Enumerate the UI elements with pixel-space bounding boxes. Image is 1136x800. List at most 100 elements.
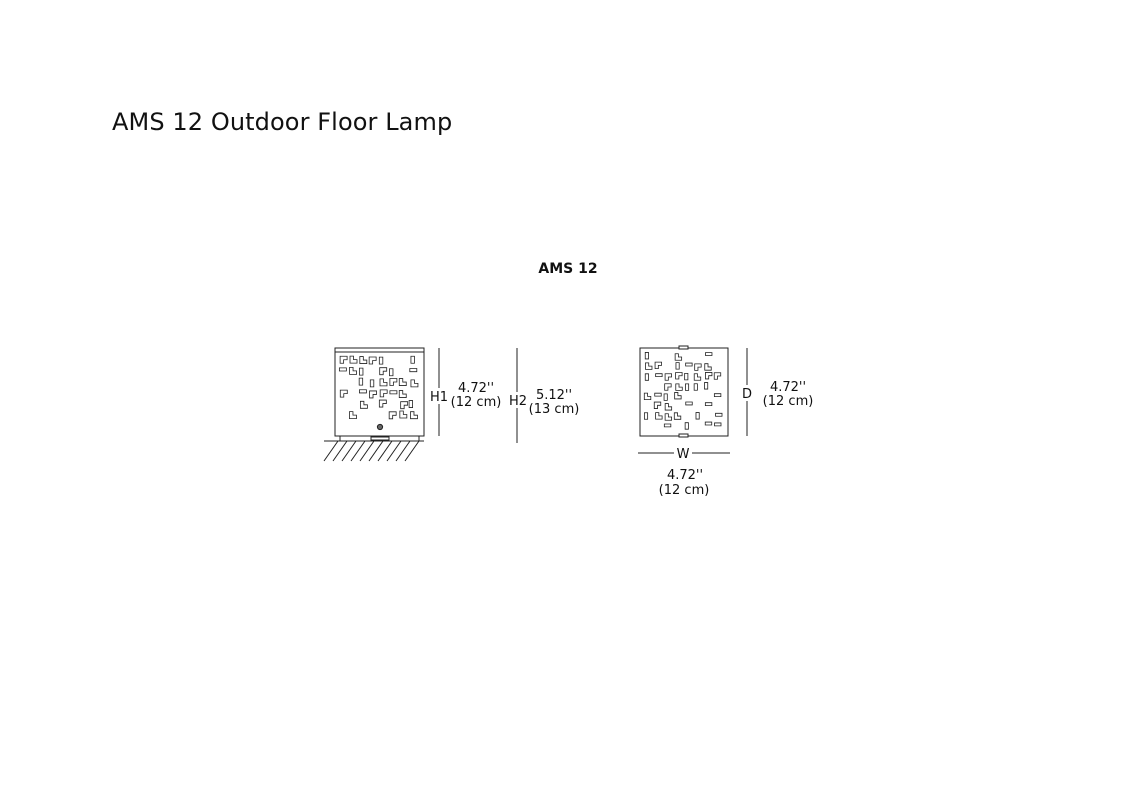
h1-inches: 4.72'' xyxy=(458,381,494,396)
hatch-line xyxy=(350,440,366,462)
perforation-cutout xyxy=(359,356,368,364)
hatch-line xyxy=(386,440,402,462)
perforation-cutout xyxy=(378,356,384,365)
h1-dimension: H1 4.72'' (12 cm) xyxy=(429,348,501,436)
perforation-cutout xyxy=(655,412,663,420)
hatch-line xyxy=(368,440,384,462)
perforation-cutout xyxy=(654,392,662,397)
perforation-cutout xyxy=(389,368,394,377)
perforation-cutout xyxy=(399,410,408,419)
side-view: H1 4.72'' (12 cm) H2 5.12'' (13 cm) xyxy=(323,347,580,462)
perforation-cutout xyxy=(675,383,683,391)
ground-hatch xyxy=(323,440,424,462)
perforation-cutout xyxy=(664,383,672,391)
d-symbol: D xyxy=(742,387,752,402)
perforation-cutout xyxy=(398,390,407,398)
perforation-cutout xyxy=(643,392,652,401)
hatch-line xyxy=(404,440,420,462)
h2-cm: (13 cm) xyxy=(529,402,580,417)
perforation-cutout xyxy=(368,356,377,365)
perforation-cutout xyxy=(693,373,702,381)
perforation-cutout xyxy=(705,372,713,380)
perforation-cutout xyxy=(408,400,414,408)
h2-inches: 5.12'' xyxy=(536,388,572,403)
perforation-cutout xyxy=(398,378,407,386)
perforation-cutout xyxy=(664,413,673,421)
perforation-cutout xyxy=(685,362,693,367)
perforation-cutout xyxy=(685,401,693,406)
perforation-cutout xyxy=(388,411,397,420)
w-inches: 4.72'' xyxy=(667,468,703,483)
perforation-cutout xyxy=(705,352,713,356)
page-title: AMS 12 Outdoor Floor Lamp xyxy=(112,108,453,136)
perforation-cutout xyxy=(645,362,653,370)
hatch-line xyxy=(359,440,375,462)
perforation-cutout xyxy=(654,361,662,369)
hatch-line xyxy=(395,440,411,462)
perforation-cutout xyxy=(713,393,722,398)
hatch-line xyxy=(341,440,357,462)
perforation-cutout xyxy=(675,362,680,370)
perforation-cutout xyxy=(389,390,398,395)
perforation-cutout xyxy=(349,355,358,364)
perforation-cutout xyxy=(379,378,388,387)
perforation-cutout xyxy=(655,373,663,377)
perforation-cutout xyxy=(400,401,409,410)
perforation-cutout xyxy=(359,367,364,376)
perforation-cutout xyxy=(663,423,672,428)
perforation-cutout xyxy=(714,422,722,427)
perforation-cutout xyxy=(663,393,668,401)
lamp-top-body xyxy=(639,345,729,438)
perforation-cutout xyxy=(644,373,649,381)
hatch-line xyxy=(377,440,393,462)
side-perforation-pattern xyxy=(338,355,419,420)
perforation-cutout xyxy=(693,383,698,391)
perforation-cutout xyxy=(409,368,418,373)
h1-cm: (12 cm) xyxy=(451,395,502,410)
hatch-line xyxy=(332,440,348,462)
perforation-cutout xyxy=(389,378,398,386)
w-symbol: W xyxy=(677,447,690,462)
perforation-cutout xyxy=(379,389,388,398)
perforation-cutout xyxy=(684,372,689,381)
h1-symbol: H1 xyxy=(430,390,448,405)
top-perforation-pattern xyxy=(643,352,723,430)
perforation-cutout xyxy=(674,392,682,400)
top-view: D 4.72'' (12 cm) W 4.72'' (12 cm) xyxy=(638,345,813,498)
perforation-cutout xyxy=(664,403,673,411)
perforation-cutout xyxy=(349,366,357,375)
perforation-cutout xyxy=(674,353,683,361)
perforation-cutout xyxy=(379,367,388,376)
perforation-cutout xyxy=(369,390,377,399)
d-inches: 4.72'' xyxy=(770,380,806,395)
perforation-cutout xyxy=(685,383,690,391)
perforation-cutout xyxy=(715,412,723,417)
perforation-cutout xyxy=(369,379,375,388)
perforation-cutout xyxy=(704,402,713,406)
perforation-cutout xyxy=(704,363,712,371)
w-cm: (12 cm) xyxy=(659,483,710,498)
perforation-cutout xyxy=(653,401,662,409)
perforation-cutout xyxy=(410,355,415,364)
perforation-cutout xyxy=(410,379,419,388)
perforation-cutout xyxy=(704,382,709,390)
perforation-cutout xyxy=(378,399,387,408)
perforation-cutout xyxy=(359,389,367,394)
perforation-cutout xyxy=(359,400,368,409)
perforation-cutout xyxy=(713,372,722,380)
perforation-cutout xyxy=(675,372,683,380)
model-label: AMS 12 xyxy=(538,261,598,277)
perforation-cutout xyxy=(358,377,364,386)
perforation-cutout xyxy=(694,363,702,371)
perforation-cutout xyxy=(695,412,700,420)
perforation-cutout xyxy=(339,355,348,364)
perforation-cutout xyxy=(349,411,357,419)
perforation-cutout xyxy=(643,412,649,420)
lamp-side-body xyxy=(334,347,425,442)
w-dimension: W 4.72'' (12 cm) xyxy=(638,445,730,498)
perforation-cutout xyxy=(684,422,689,430)
perforation-cutout xyxy=(410,411,418,420)
perforation-cutout xyxy=(338,367,347,372)
hatch-line xyxy=(323,440,339,462)
